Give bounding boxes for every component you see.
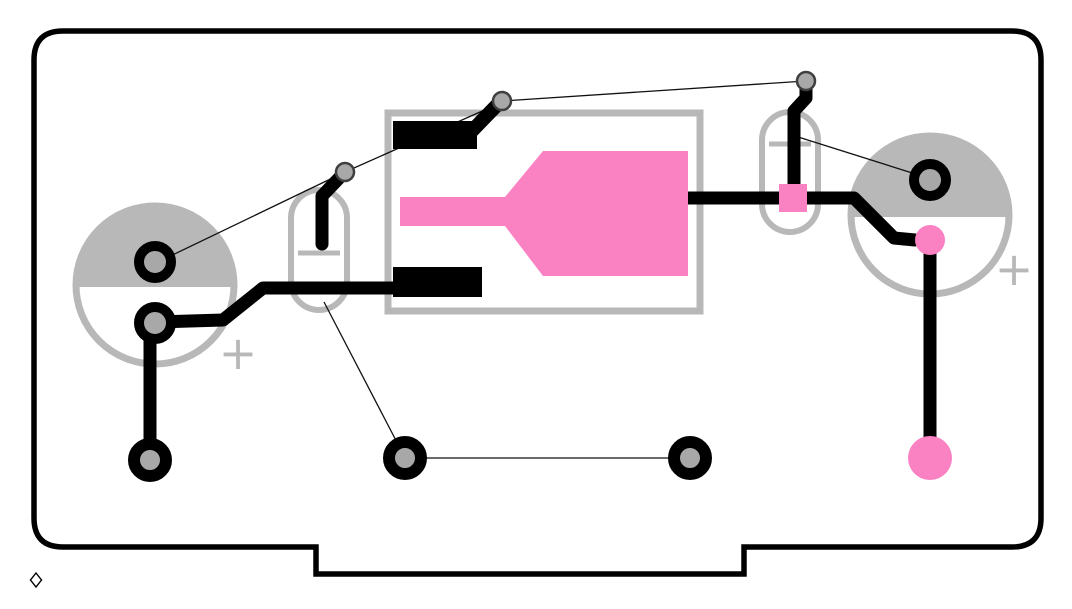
trace-diode-right-to-cap-right[interactable] bbox=[787, 191, 922, 247]
copper-pad-cap-right[interactable] bbox=[915, 225, 945, 255]
cap-right-pad-top[interactable] bbox=[909, 159, 951, 201]
capacitor-left[interactable]: + bbox=[72, 202, 258, 380]
via-mid-left[interactable] bbox=[334, 161, 356, 183]
pad-bottom-left[interactable] bbox=[128, 438, 172, 482]
copper-pad-bottom-right[interactable] bbox=[908, 436, 952, 480]
trace-via-to-diode-left[interactable] bbox=[315, 167, 350, 251]
pad-bottom-middle-right[interactable] bbox=[668, 436, 712, 480]
trace-bar-upper-to-via[interactable] bbox=[460, 96, 506, 143]
via-top-right[interactable] bbox=[795, 70, 817, 92]
trace-via-to-diode-right[interactable] bbox=[787, 76, 813, 193]
cap-right-polarity-label: + bbox=[995, 242, 1034, 296]
trace-bar-lower[interactable] bbox=[393, 267, 482, 297]
ratsnest-top-vias[interactable] bbox=[501, 80, 807, 102]
ratsnest-diode-right-to-cap-right[interactable] bbox=[794, 135, 926, 178]
ratsnest-diode-left-to-bottom-pad[interactable] bbox=[323, 301, 403, 453]
origin-marker-icon bbox=[29, 571, 43, 589]
center-component-outline[interactable] bbox=[384, 109, 704, 315]
copper-pad-diode-right[interactable] bbox=[779, 184, 807, 212]
cap-left-pad-bottom[interactable] bbox=[134, 302, 176, 344]
cap-left-polarity-label: + bbox=[219, 326, 258, 380]
cap-left-pad-top[interactable] bbox=[134, 241, 176, 283]
ratsnest-via-left-to-cap-left[interactable] bbox=[159, 171, 346, 262]
pad-bottom-middle-left[interactable] bbox=[383, 436, 427, 480]
copper-fill-center[interactable] bbox=[400, 151, 688, 276]
trace-cap-left-to-center[interactable] bbox=[150, 281, 409, 329]
board-outline[interactable] bbox=[31, 28, 1044, 577]
via-top-center[interactable] bbox=[491, 90, 513, 112]
